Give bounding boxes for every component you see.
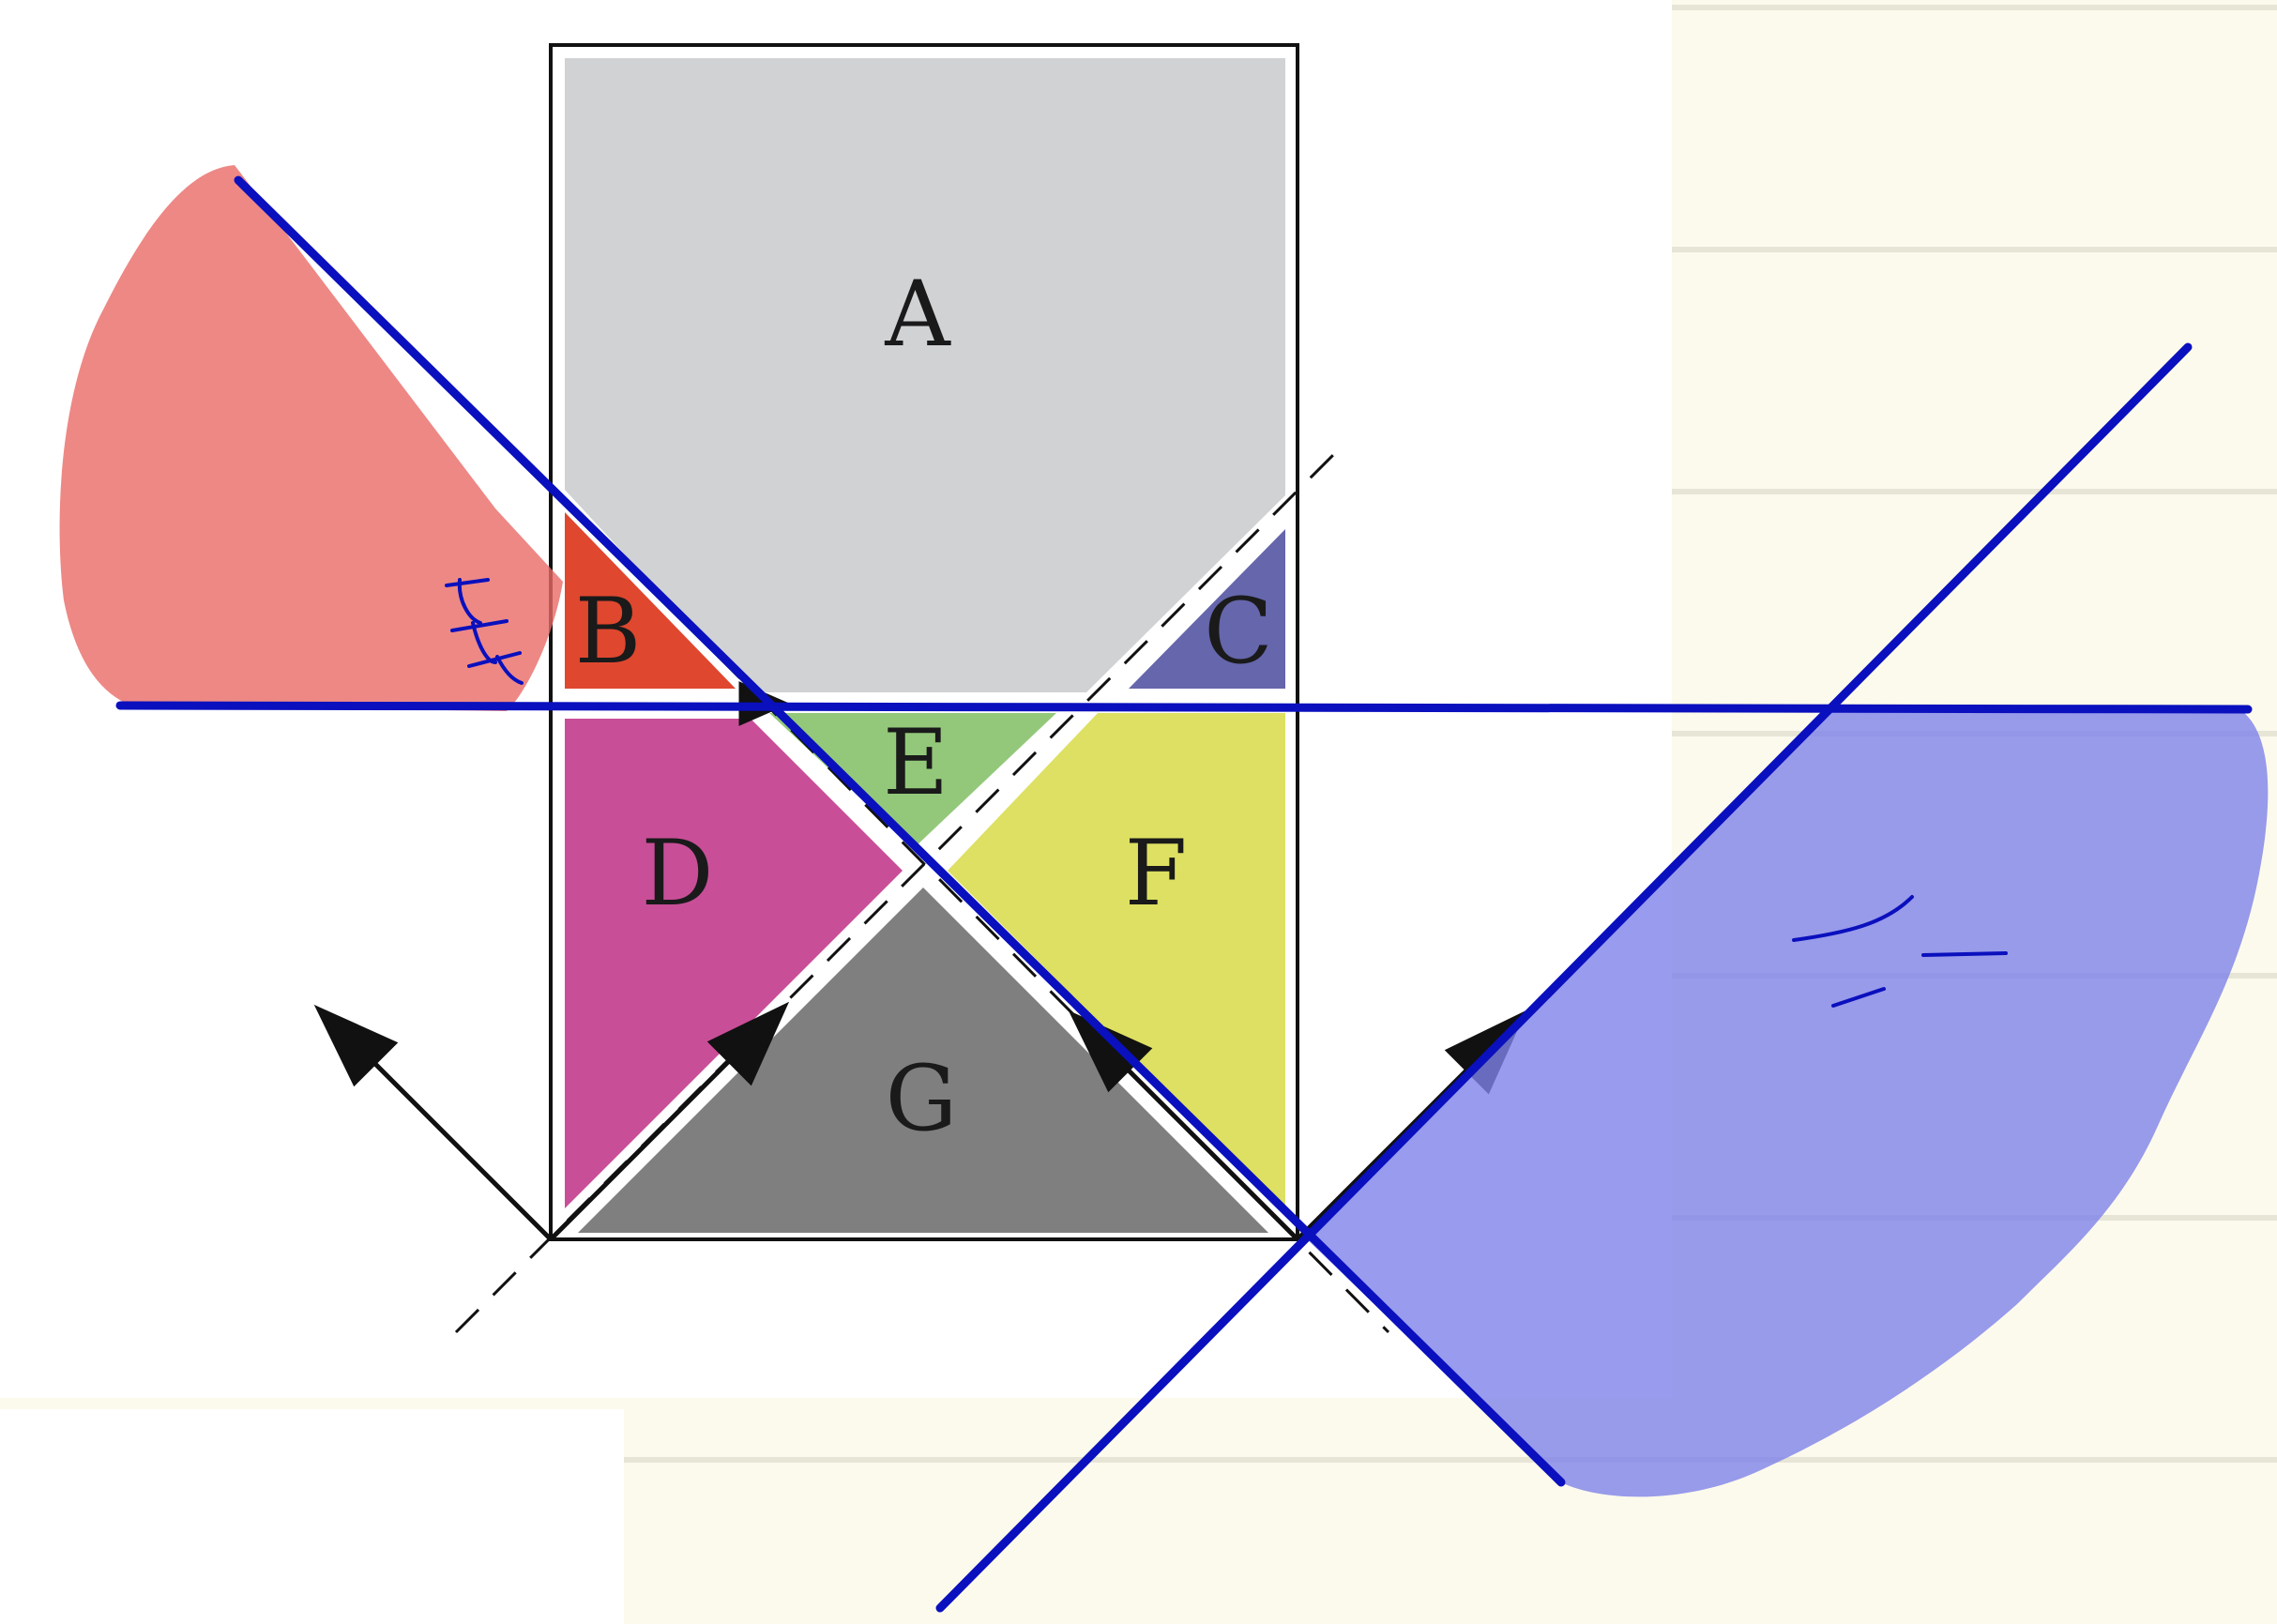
region-label-e: E (883, 710, 949, 815)
region-shapes (565, 58, 1285, 1233)
hand-mark (457, 578, 482, 625)
region-f-shape (948, 713, 1285, 1208)
handwritten-marks-right (1792, 895, 2008, 1008)
arrow-up-right-shaft (549, 1042, 748, 1241)
region-e-shape (769, 713, 1056, 848)
blue-line-rising (935, 342, 2193, 1613)
arrow-up-left-shaft (355, 1043, 553, 1241)
hand-mark (450, 619, 509, 632)
blue-shaded-region (1304, 706, 2269, 1497)
region-a-shape (565, 58, 1285, 692)
notebook-paper-strip (0, 1398, 624, 1409)
region-c-shape (1129, 529, 1285, 689)
arrow-up-left-head-2 (1068, 1009, 1153, 1093)
blue-line-falling (234, 175, 1566, 1487)
region-label-c: C (1204, 579, 1272, 684)
arrow-up-right-head (706, 1001, 790, 1086)
outer-rectangle (549, 43, 1299, 1241)
handwritten-marks-left (445, 578, 524, 685)
hand-mark (471, 621, 497, 664)
region-label-a: A (884, 262, 951, 367)
arrow-up-left-head (313, 1004, 399, 1087)
region-label-d: D (642, 821, 714, 926)
hand-mark (495, 655, 524, 685)
blue-ink-strokes (115, 175, 2253, 1613)
hand-mark (1792, 895, 1914, 942)
region-d-shape (565, 719, 903, 1208)
red-shaded-region (59, 165, 564, 711)
region-label-g: G (886, 1046, 958, 1151)
region-g-shape (578, 888, 1268, 1233)
notebook-paper-bottom (624, 1398, 2277, 1624)
region-label-f: F (1125, 821, 1188, 926)
hand-mark (467, 651, 522, 668)
region-labels: A B C D E F G (575, 262, 1273, 1151)
hand-mark (1921, 951, 2008, 957)
region-b-shape (565, 512, 736, 689)
region-label-b: B (575, 579, 642, 684)
arrow-up-left-shaft-2 (1109, 1051, 1299, 1241)
hand-mark (1831, 987, 1886, 1008)
hand-mark (445, 578, 490, 587)
blue-line-horizontal (115, 701, 2253, 714)
